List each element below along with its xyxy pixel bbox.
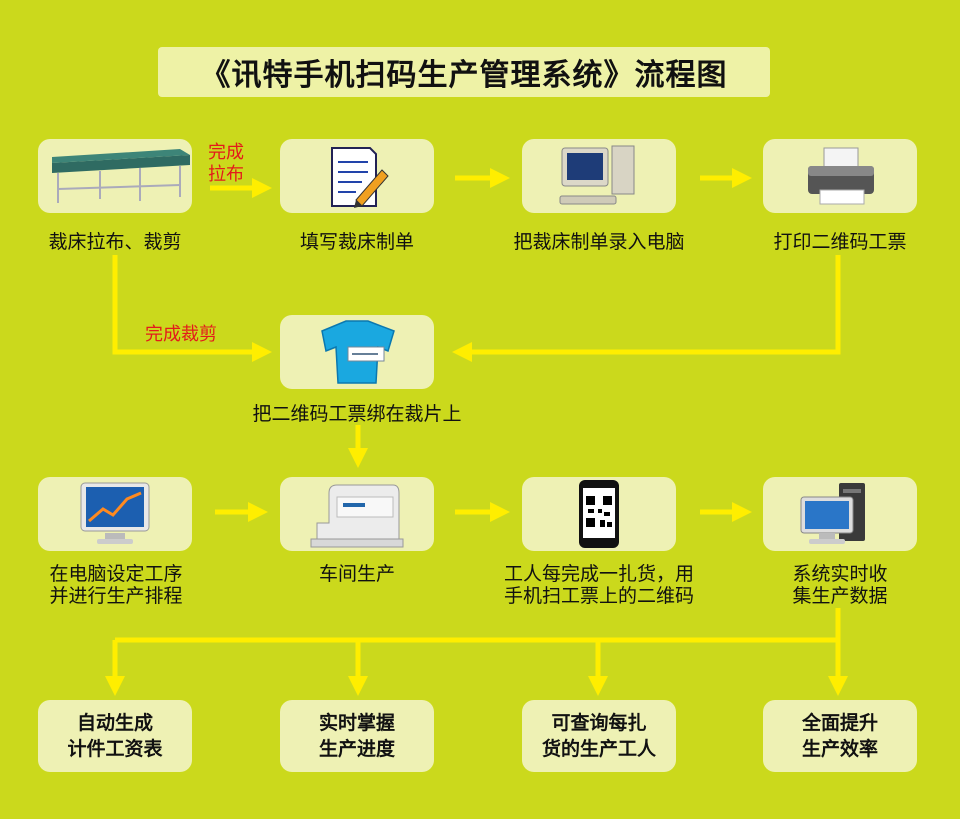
sewing-machine-icon bbox=[310, 484, 404, 548]
printer-icon bbox=[808, 147, 874, 205]
arrow-cut-to-center bbox=[112, 255, 272, 362]
result-efficiency: 全面提升生产效率 bbox=[763, 700, 917, 772]
step-label: 集生产数据 bbox=[792, 585, 888, 607]
step-label: 把二维码工票绑在裁片上 bbox=[252, 403, 462, 425]
step-enter-computer bbox=[522, 139, 676, 213]
result-line: 货的生产工人 bbox=[541, 738, 656, 760]
cut-fabric-icon bbox=[321, 320, 395, 384]
step-print-qr bbox=[763, 139, 917, 213]
note-complete-spread-1: 完成 bbox=[208, 142, 244, 163]
step-label: 打印二维码工票 bbox=[773, 231, 907, 253]
result-line: 实时掌握 bbox=[318, 712, 395, 734]
step-bind-ticket bbox=[280, 315, 434, 389]
step-label: 并进行生产排程 bbox=[49, 585, 183, 607]
step-label: 填写裁床制单 bbox=[299, 231, 414, 253]
arrow-print-to-center bbox=[452, 255, 841, 362]
phone-qr-icon bbox=[579, 480, 619, 548]
step-label: 手机扫工票上的二维码 bbox=[503, 585, 694, 607]
note-complete-cut: 完成裁剪 bbox=[145, 324, 217, 345]
result-worker-query: 可查询每扎货的生产工人 bbox=[522, 700, 676, 772]
form-pencil-icon bbox=[331, 147, 389, 208]
step-label: 工人每完成一扎货，用 bbox=[503, 563, 694, 585]
step-label: 裁床拉布、裁剪 bbox=[48, 231, 182, 253]
result-line: 全面提升 bbox=[801, 712, 878, 734]
step-label: 把裁床制单录入电脑 bbox=[513, 231, 685, 253]
desktop-computer-icon bbox=[559, 145, 635, 205]
step-label: 系统实时收 bbox=[792, 563, 888, 585]
step-collect-data bbox=[763, 477, 917, 551]
result-line: 计件工资表 bbox=[67, 738, 163, 760]
result-line: 生产效率 bbox=[801, 738, 878, 760]
step-label: 车间生产 bbox=[318, 563, 395, 585]
step-schedule bbox=[38, 477, 192, 551]
cutting-table-icon bbox=[52, 149, 190, 203]
step-label: 在电脑设定工序 bbox=[49, 563, 183, 585]
result-line: 生产进度 bbox=[318, 738, 395, 760]
server-computer-icon bbox=[800, 483, 865, 544]
step-fill-form bbox=[280, 139, 434, 213]
step-scan-phone bbox=[522, 477, 676, 551]
monitor-chart-icon bbox=[80, 482, 150, 544]
result-wage-sheet: 自动生成计件工资表 bbox=[38, 700, 192, 772]
step-cutting-table bbox=[38, 139, 192, 213]
page-title: 《讯特手机扫码生产管理系统》流程图 bbox=[158, 47, 770, 97]
result-line: 自动生成 bbox=[76, 712, 153, 734]
step-workshop bbox=[280, 477, 434, 551]
result-progress: 实时掌握生产进度 bbox=[280, 700, 434, 772]
result-line: 可查询每扎 bbox=[551, 712, 647, 734]
note-complete-spread-2: 拉布 bbox=[208, 164, 244, 185]
